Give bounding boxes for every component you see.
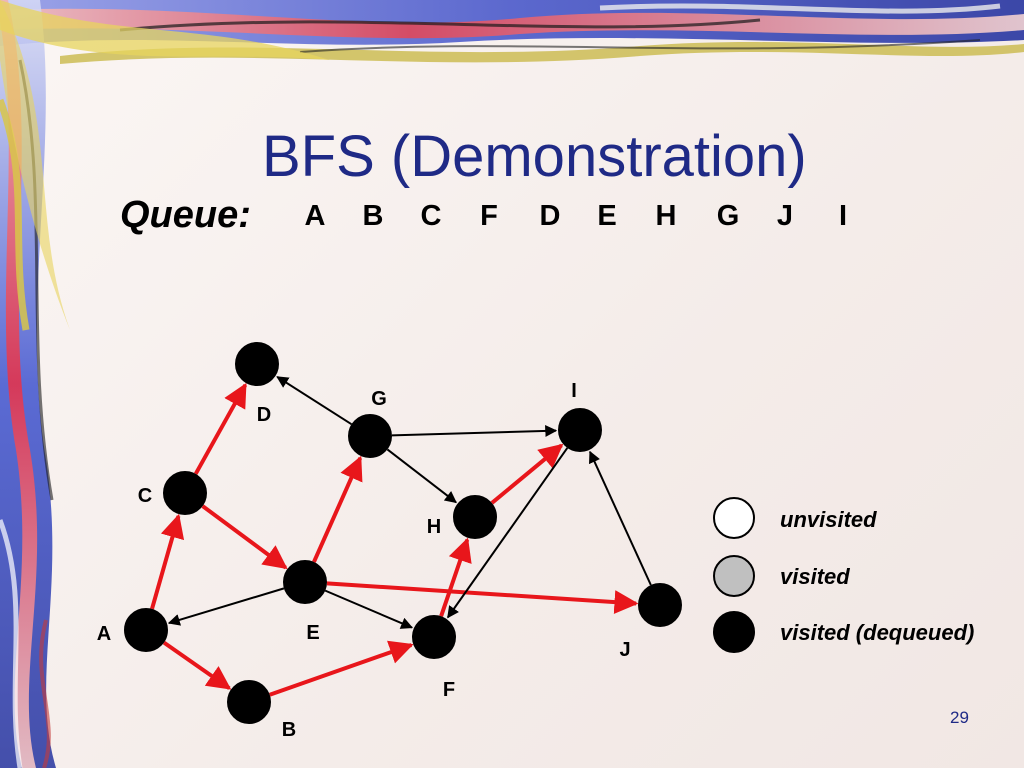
node-label-j: J [619, 639, 630, 661]
edge-c-d [193, 382, 248, 475]
queue-item: D [539, 200, 561, 232]
node-j [638, 583, 682, 627]
legend-label-dequeued: visited (dequeued) [780, 620, 975, 645]
edge-a-b [162, 640, 232, 690]
edge-g-i [391, 424, 558, 437]
edge-c-e [201, 504, 288, 570]
node-b [227, 680, 271, 724]
queue-item: E [597, 200, 617, 232]
legend-label-visited: visited [780, 564, 850, 589]
edge-j-i [589, 450, 652, 586]
edge-i-f [447, 447, 569, 619]
edge-g-d [276, 376, 352, 426]
queue-item: I [838, 200, 848, 232]
page-number: 29 [950, 708, 969, 727]
queue-item: B [362, 200, 384, 232]
legend-label-unvisited: unvisited [780, 507, 877, 532]
node-label-h: H [427, 516, 441, 538]
node-label-i: I [571, 380, 577, 402]
graph-edges [150, 376, 652, 697]
node-label-g: G [371, 388, 387, 410]
node-h [453, 495, 497, 539]
edge-e-j [326, 581, 639, 615]
node-label-d: D [257, 404, 271, 426]
slide-title: BFS (Demonstration) [262, 124, 807, 189]
queue-item: J [776, 200, 794, 232]
legend-unvisited-swatch [713, 497, 755, 539]
edge-b-f [269, 640, 414, 697]
edge-e-f [324, 589, 414, 629]
node-g [348, 414, 392, 458]
node-d [235, 342, 279, 386]
edge-f-h [439, 537, 472, 617]
node-label-e: E [306, 622, 319, 644]
queue-item: H [655, 200, 677, 232]
graph-nodes: A B C D E F G H I J [97, 342, 682, 741]
edge-e-g [312, 455, 363, 563]
node-label-b: B [282, 719, 296, 741]
node-label-f: F [443, 679, 455, 701]
queue-item: A [304, 200, 326, 232]
edge-g-h [386, 448, 457, 504]
queue-label: Queue: [120, 194, 251, 236]
node-label-a: A [97, 623, 111, 645]
node-f [412, 615, 456, 659]
node-c [163, 471, 207, 515]
edge-a-c [150, 513, 185, 610]
queue-item: G [716, 200, 740, 232]
queue-item: F [480, 200, 498, 232]
node-i [558, 408, 602, 452]
node-a [124, 608, 168, 652]
queue-item: C [420, 200, 442, 232]
edge-h-i [490, 443, 564, 505]
legend-dequeued-swatch [713, 611, 755, 653]
edge-e-a [167, 587, 285, 626]
legend-visited-swatch [713, 555, 755, 597]
node-label-c: C [138, 485, 152, 507]
node-e [283, 560, 327, 604]
